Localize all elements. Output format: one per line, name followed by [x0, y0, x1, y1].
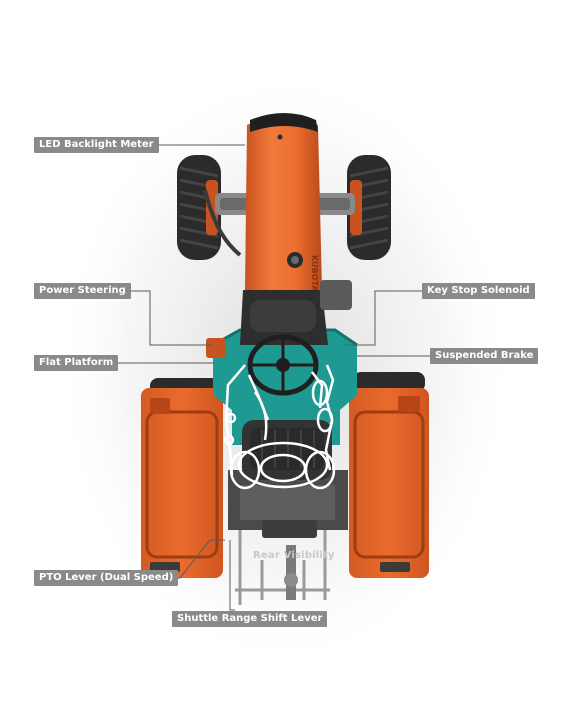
key-stop-assembly	[320, 280, 352, 310]
feature-highlights	[223, 364, 336, 490]
label-flat-platform: Flat Platform	[34, 355, 119, 371]
steering-wheel	[247, 334, 319, 396]
label-led-backlight-meter: LED Backlight Meter	[34, 137, 159, 153]
engine-hood: KUBOTA	[245, 113, 322, 292]
three-point-hitch	[235, 530, 330, 605]
rear-visibility-label: Rear Visibility	[253, 550, 335, 561]
front-left-tire	[177, 155, 221, 260]
label-key-stop-solenoid: Key Stop Solenoid	[422, 283, 535, 299]
instrument-panel	[250, 300, 316, 332]
label-power-steering: Power Steering	[34, 283, 131, 299]
label-shuttle-range-shift-lever: Shuttle Range Shift Lever	[172, 611, 328, 627]
label-suspended-brake: Suspended Brake	[430, 348, 539, 364]
right-fender	[349, 388, 429, 578]
operator-seat	[242, 420, 332, 480]
front-right-tire	[347, 155, 391, 260]
hood-brand-text: KUBOTA	[310, 255, 319, 292]
label-pto-lever: PTO Lever (Dual Speed)	[34, 570, 179, 586]
rear-right-tire	[353, 372, 425, 392]
steering-link	[203, 189, 242, 257]
left-fender	[141, 388, 223, 578]
pto-shaft	[286, 545, 296, 600]
